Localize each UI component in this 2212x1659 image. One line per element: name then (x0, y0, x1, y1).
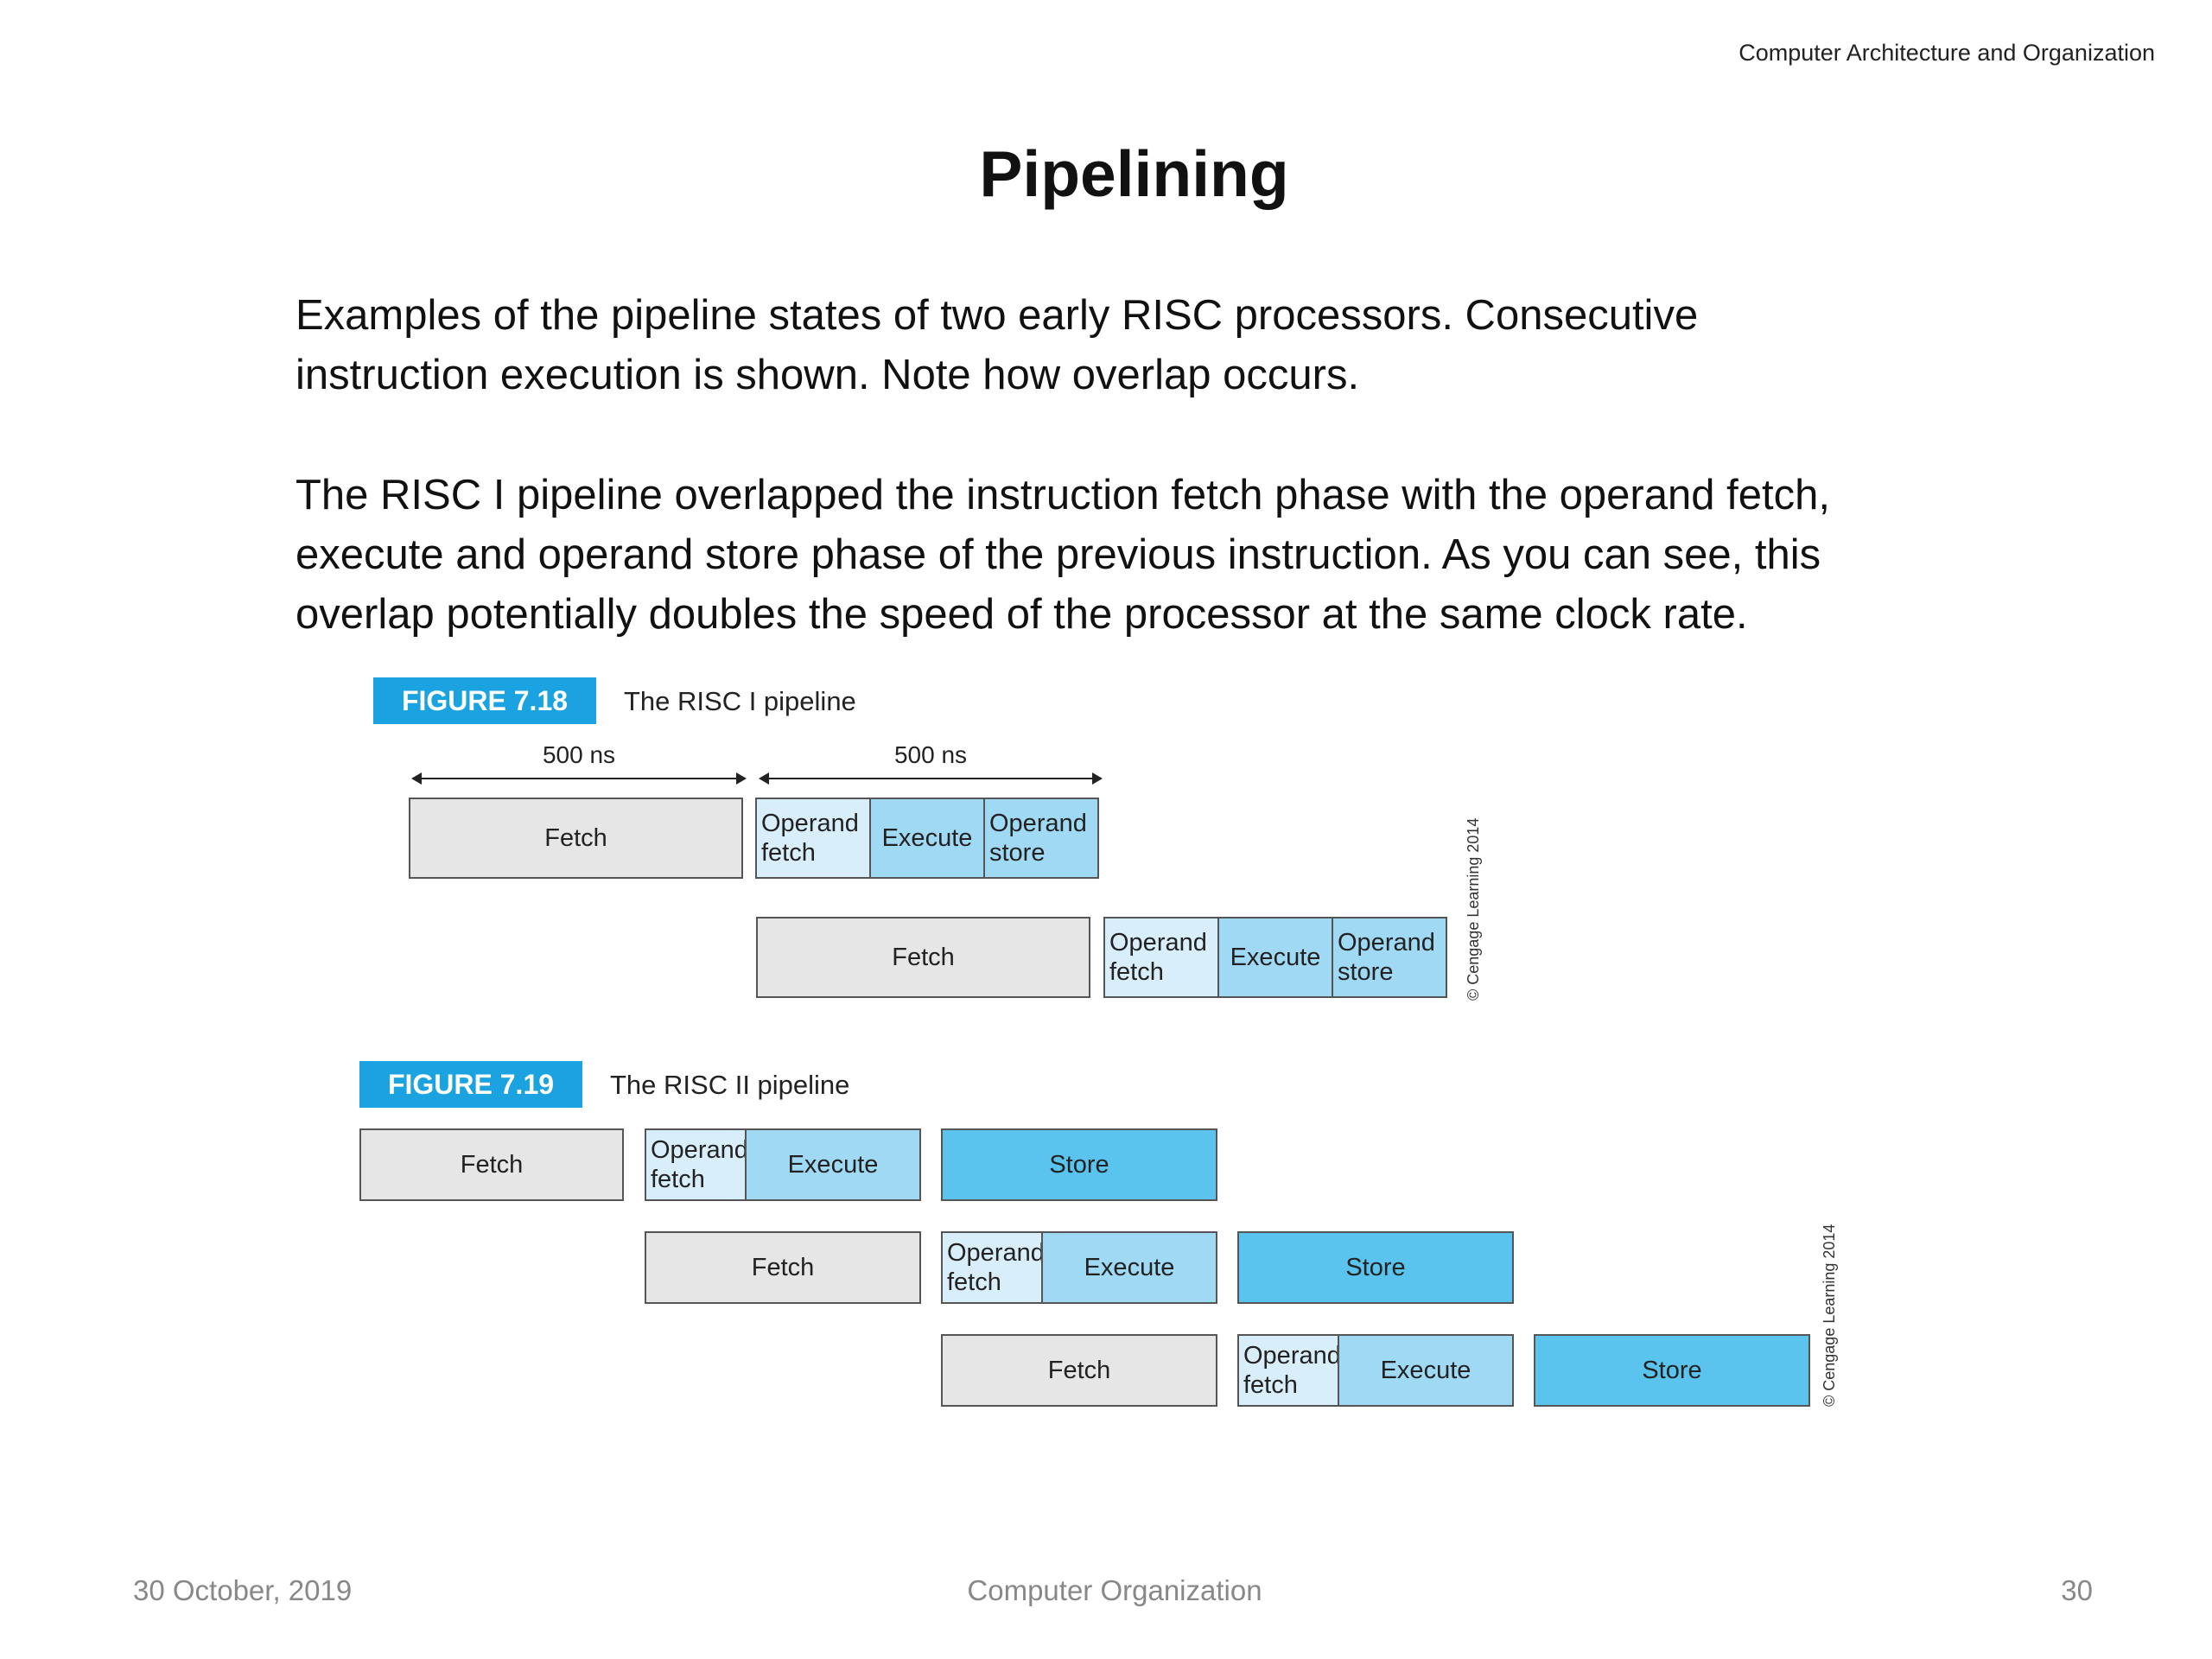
paragraph-1-line-2: instruction execution is shown. Note how… (296, 352, 1360, 398)
risc2-row2-fetch-stage: Fetch (645, 1231, 921, 1304)
risc2-row1-store-stage: Store (941, 1128, 1217, 1201)
stage-label-line: Operand (1109, 929, 1207, 957)
figure-7-18-copyright: © Cengage Learning 2014 (1465, 817, 1482, 1001)
stage-label-line: Operand (761, 810, 859, 837)
dimension-arrow-left (411, 772, 747, 785)
stage-label-line: fetch (1243, 1371, 1298, 1399)
stage-label-line: Operand (947, 1239, 1045, 1267)
paragraph-1-line-1: Examples of the pipeline states of two e… (296, 292, 1699, 339)
page-number: 30 (2061, 1574, 2093, 1606)
stage-label-line: Operand (1338, 929, 1435, 957)
stage-label-line: store (989, 839, 1046, 867)
footer-date: 30 October, 2019 (133, 1574, 353, 1606)
stage-label-line: fetch (651, 1166, 705, 1193)
figure-7-18-tag: FIGURE 7.18 (373, 677, 596, 724)
stage-label-line: store (1338, 958, 1394, 986)
paragraph-2-line-1: The RISC I pipeline overlapped the instr… (296, 472, 1830, 518)
dimension-arrow-right (759, 772, 1103, 785)
footer-title: Computer Organization (967, 1574, 1262, 1606)
stage-label-line: fetch (761, 839, 816, 867)
risc1-row1-fetch-stage: Fetch (409, 798, 743, 879)
paragraph-2-line-3: overlap potentially doubles the speed of… (296, 591, 1748, 638)
risc2-row2-store-stage: Store (1237, 1231, 1514, 1304)
course-header: Computer Architecture and Organization (1738, 40, 2155, 66)
slide-title: Pipelining (979, 137, 1289, 210)
stage-label-line: Operand (651, 1136, 748, 1164)
stage-label-line: Operand (989, 810, 1087, 837)
figure-7-19-tag: FIGURE 7.19 (359, 1061, 582, 1108)
risc2-row3-fetch-stage: Fetch (941, 1334, 1217, 1407)
stage-label-line: fetch (947, 1268, 1001, 1296)
figure-7-19-copyright: © Cengage Learning 2014 (1821, 1224, 1838, 1407)
risc2-row2-execute-stage: Execute (1041, 1231, 1217, 1304)
risc2-row1-execute-stage: Execute (745, 1128, 921, 1201)
figure-7-18-caption: The RISC I pipeline (624, 686, 856, 716)
paragraph-2-line-2: execute and operand store phase of the p… (296, 531, 1821, 578)
dimension-label-left: 500 ns (542, 741, 616, 768)
risc1-row1-execute-stage: Execute (869, 798, 985, 879)
risc1-row2-execute-stage: Execute (1217, 917, 1333, 998)
stage-label-line: fetch (1109, 958, 1164, 986)
stage-label-line: Operand (1243, 1342, 1341, 1370)
risc1-row2-fetch-stage: Fetch (756, 917, 1090, 998)
risc2-row1-fetch-stage: Fetch (359, 1128, 624, 1201)
risc2-row3-store-stage: Store (1534, 1334, 1810, 1407)
figure-7-19-caption: The RISC II pipeline (610, 1070, 850, 1100)
paragraph-2: The RISC I pipeline overlapped the instr… (296, 466, 1830, 645)
dimension-label-right: 500 ns (893, 741, 968, 768)
risc2-row3-execute-stage: Execute (1338, 1334, 1514, 1407)
paragraph-1: Examples of the pipeline states of two e… (296, 286, 1698, 405)
